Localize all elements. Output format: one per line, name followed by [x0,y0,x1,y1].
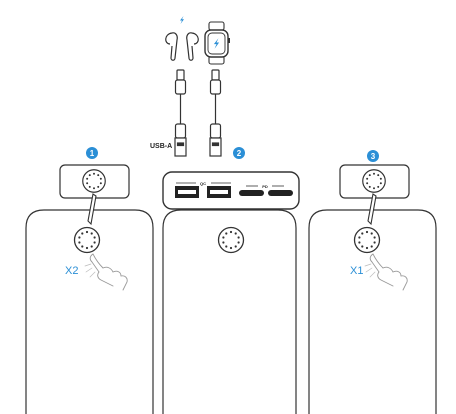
cable-label: USB-A [150,143,172,150]
step-badge-3: 3 [367,150,379,162]
earbuds-icon [165,16,199,61]
svg-text:1: 1 [90,149,95,158]
power-button-1[interactable] [73,226,101,254]
svg-text:3: 3 [371,152,376,161]
usb-a-port-1 [175,186,199,198]
step-badge-1: 1 [86,147,98,159]
press-count-label-3: X1 [350,265,363,277]
qc-label: QC [200,181,206,186]
power-button-2[interactable] [217,226,245,254]
zoom-power-button-3 [362,169,386,193]
powerbank-panel-1: X2 [25,164,154,414]
zoom-power-button-1 [82,169,106,193]
cable-watch [209,69,222,157]
power-button-3[interactable] [353,226,381,254]
lightning-bolt-icon [180,16,184,24]
cable-earbuds [174,69,187,157]
powerbank-panel-2: QC PD [162,171,300,414]
smartwatch-icon [204,21,230,65]
svg-text:2: 2 [237,149,242,158]
usb-c-port-2 [268,190,293,196]
powerbank-panel-3: X1 [308,164,437,414]
press-count-label-1: X2 [65,265,78,277]
pd-label: PD [262,184,268,189]
usb-a-port-2 [207,186,231,198]
step-badge-2: 2 [233,147,245,159]
usb-c-port-1 [239,190,264,196]
